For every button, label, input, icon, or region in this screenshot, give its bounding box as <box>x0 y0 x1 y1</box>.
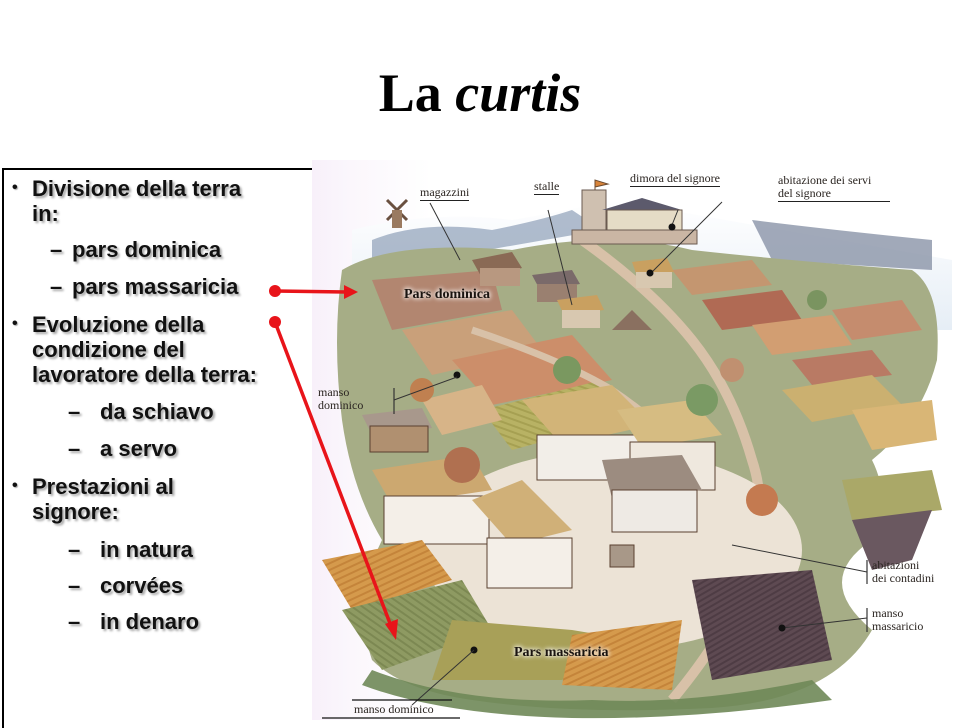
sub-dash: – <box>68 399 81 424</box>
label-manso-dominico-line2: dominico <box>318 398 364 412</box>
sub-dash: – <box>50 274 63 299</box>
title-italic: curtis <box>455 63 582 123</box>
label-pars-dominica: Pars dominica <box>404 287 490 302</box>
sub-pars-massaricia: pars massaricia <box>72 274 239 299</box>
curtis-illustration: magazzini stalle dimora del signore abit… <box>312 160 960 720</box>
sub-in-denaro: in denaro <box>100 609 200 634</box>
label-manso-massaricio-line2: massaricio <box>872 619 924 633</box>
label-manso-massaricio-line1: manso <box>872 606 904 620</box>
title-plain: La <box>378 63 442 123</box>
bullet-3-line-1: Prestazioni al <box>32 474 174 499</box>
sub-dash: – <box>50 237 63 262</box>
sub-dash: – <box>68 609 81 634</box>
bullet-dot: • <box>12 477 18 494</box>
sub-dash: – <box>68 436 81 461</box>
label-abitazione-servi-line2: del signore <box>778 187 890 202</box>
bullet-dot: • <box>12 315 18 332</box>
label-abitazioni-contadini-line2: dei contadini <box>872 571 935 585</box>
bullet-2-line-2: condizione del <box>32 337 185 362</box>
bullet-2-line-3: lavoratore della terra: <box>32 362 257 387</box>
sub-pars-dominica: pars dominica <box>72 237 222 262</box>
landscape-drawing <box>322 179 952 719</box>
label-dimora-del-signore: dimora del signore <box>630 171 720 187</box>
sub-dash: – <box>68 537 81 562</box>
bullet-1-line-2: in: <box>32 201 59 226</box>
slide-title: La curtis <box>0 58 960 128</box>
bullet-dot: • <box>12 179 18 196</box>
bullet-1-line-1: Divisione della terra <box>32 176 242 201</box>
sub-a-servo: a servo <box>100 436 178 461</box>
sub-da-schiavo: da schiavo <box>100 399 214 424</box>
sub-in-natura: in natura <box>100 537 193 562</box>
text-panel: • Divisione della terra in: – pars domin… <box>2 168 314 728</box>
label-manso-dominico-bottom: manso dominico <box>354 702 434 716</box>
bullet-3-line-2: signore: <box>32 499 119 524</box>
label-pars-massaricia: Pars massaricia <box>514 645 609 660</box>
label-magazzini: magazzini <box>420 185 470 201</box>
sub-corvees: corvées <box>100 573 184 598</box>
sub-dash: – <box>68 573 81 598</box>
bullet-2-line-1: Evoluzione della <box>32 312 205 337</box>
label-abitazione-servi-line1: abitazione dei servi <box>778 173 872 187</box>
label-abitazioni-contadini-line1: abitazioni <box>872 558 920 572</box>
label-stalle: stalle <box>534 179 560 195</box>
